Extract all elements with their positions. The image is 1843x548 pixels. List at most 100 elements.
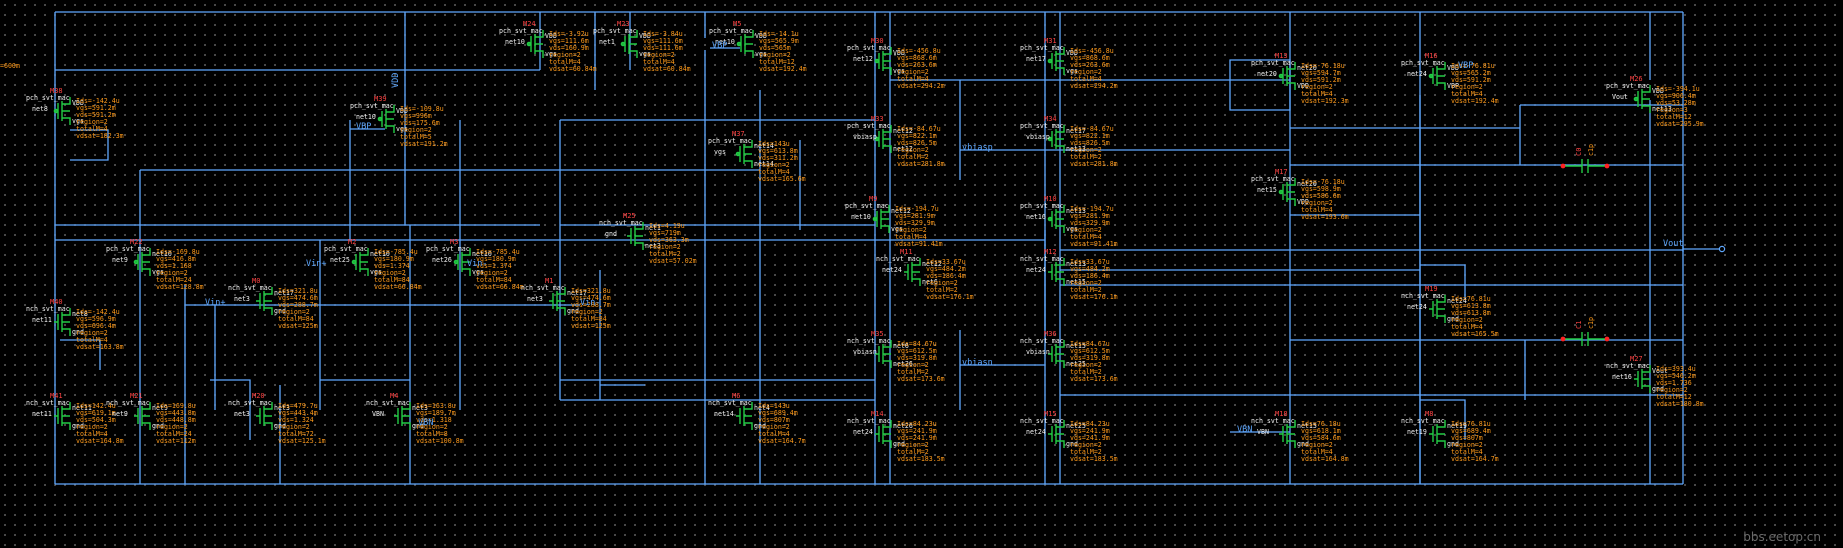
device-type: nch_svt_mac <box>876 255 920 263</box>
pmos-bubble <box>453 259 459 265</box>
transistor-m15[interactable]: M15nch_svt_macnet25net24gndIds=84.23uvgs… <box>1020 410 1118 463</box>
device-param: Ids=-3.92u <box>549 30 589 38</box>
device-param: Ids=143u <box>758 140 790 148</box>
transistor-m1[interactable]: M1nch_svt_macnet17net3gndIds=321.8uvgs=4… <box>521 277 611 330</box>
pmos-bubble <box>1633 96 1639 102</box>
device-param: Ids=84.67u <box>1070 340 1110 348</box>
net-label: net13 <box>1066 145 1086 153</box>
transistor-m22[interactable]: M22pch_svt_macnet10net9vgsIds=-169.8uvgs… <box>106 238 204 291</box>
net-label: net16 <box>1026 213 1046 221</box>
pin-vout[interactable]: Vout <box>1663 239 1683 249</box>
net-label: net3 <box>527 295 543 303</box>
device-param: vdsat=173.6m <box>897 375 945 383</box>
device-param: vdsat=191.2m <box>400 140 448 148</box>
net-label: net25 <box>330 256 350 264</box>
transistor-m5[interactable]: M5pch_svt_macVDDnet10vgsIds=-14.1uvgs=56… <box>709 20 807 73</box>
pin-vbp[interactable]: VBP <box>712 41 727 51</box>
transistor-m18[interactable]: M18nch_svt_macnet15VBNgndIds=76.18uvgs=6… <box>1251 410 1349 463</box>
transistor-m4[interactable]: M4nch_svt_macnet3VBNgndIds=163.8uvgs=189… <box>366 392 464 445</box>
pin-vin[interactable]: Vin+ <box>205 298 225 308</box>
net-label: VBP <box>1447 82 1459 90</box>
transistor-m38[interactable]: M38pch_svt_macVDDnet8vgsIds=-142.4uvgs=5… <box>26 87 124 140</box>
device-type: pch_svt_mac <box>1020 202 1064 210</box>
transistor-m23[interactable]: M23pch_svt_macVDDnet1vgsIds=-3.84uvgs=11… <box>593 20 691 73</box>
device-name: M37 <box>732 130 745 138</box>
transistor-m33[interactable]: M33pch_svt_macnet12vbiaspnet12Ids=-84.67… <box>847 115 945 168</box>
pin-vin[interactable]: Vin+ <box>306 259 326 269</box>
pin-vbp[interactable]: VBP <box>1458 61 1473 71</box>
net-label: net8 <box>32 105 48 113</box>
transistor-m39[interactable]: M39pch_svt_macVDDnet10vgsIds=-109.8uvgs=… <box>350 95 448 148</box>
net-label: net25 <box>1066 360 1086 368</box>
pin-vbp[interactable]: VBP <box>356 122 371 132</box>
transistor-m14[interactable]: M14nch_svt_macnet26net24gndIds=84.23uvgs… <box>847 410 945 463</box>
device-name: M17 <box>1275 168 1288 176</box>
transistor-m30[interactable]: M30pch_svt_macVDDnet12vgsIds=-456.8uvgs=… <box>847 37 945 90</box>
transistor-m36[interactable]: M36nch_svt_macnet15vbiasnnet25Ids=84.67u… <box>1020 330 1118 383</box>
transistor-m31[interactable]: M31pch_svt_macVDDnet17vgsIds=-456.8uvgs=… <box>1020 37 1118 90</box>
transistor-symbol <box>736 402 753 430</box>
device-param: region=2 <box>76 118 108 126</box>
net-label: VDD <box>1297 198 1309 206</box>
transistor-m11[interactable]: M11nch_svt_macnet12net24net6Ids=33.67uvg… <box>876 248 974 301</box>
transistor-m2[interactable]: M2pch_svt_macnet10net25vgsIds=-785.4uvgs… <box>324 238 422 291</box>
device-param: vgs=689.4m <box>758 409 798 417</box>
pin-vbiasp[interactable]: vbiasp <box>962 143 993 153</box>
pin-vin[interactable]: Vin- <box>580 298 600 308</box>
transistor-m16[interactable]: M16pch_svt_macVDDnet24VBPIds=-76.81uvgs=… <box>1401 52 1499 105</box>
transistor-m35[interactable]: M35nch_svt_macnet6vbiasnnet26Ids=84.67uv… <box>847 330 945 383</box>
device-param: totalM=2 <box>1070 153 1102 161</box>
transistor-m12[interactable]: M12nch_svt_macnet13net24net15Ids=33.67uv… <box>1020 248 1118 301</box>
transistor-m37[interactable]: M37pch_svt_macnet14vgsnet14Ids=143uvgs=6… <box>708 130 806 183</box>
transistor-m17[interactable]: M17pch_svt_macnet20net15VDDIds=-76.18uvg… <box>1251 168 1349 221</box>
transistor-m19[interactable]: M19nch_svt_macnet24net24gndIds=76.81uvgs… <box>1401 285 1499 338</box>
net-label: net12 <box>893 127 913 135</box>
net-label: net15 <box>1297 422 1317 430</box>
device-type: pch_svt_mac <box>1401 59 1445 67</box>
transistor-m10[interactable]: M10pch_svt_macnet13net16vgsIds=-194.7uvg… <box>1020 195 1118 248</box>
device-param: Ids=-785.4u <box>476 248 520 256</box>
transistor-m9[interactable]: M9pch_svt_macnet12net10vgsIds=-194.7uvgs… <box>845 195 943 248</box>
vout-terminal[interactable] <box>1718 245 1726 253</box>
net-label: gnd <box>605 230 617 238</box>
transistor-m3[interactable]: M3pch_svt_macnet10net26vgsIds=-785.4uvgs… <box>426 238 524 291</box>
net-label: vgs <box>370 268 382 276</box>
transistor-m0[interactable]: M0nch_svt_macnet17net3gndIds=321.8uvgs=4… <box>228 277 318 330</box>
pmos-bubble <box>1278 73 1284 79</box>
transistor-m8[interactable]: M8nch_svt_macnet19net19gndIds=76.81uvgs=… <box>1401 410 1499 463</box>
transistor-m41[interactable]: M41nch_svt_macnet11net11gndIds=142.4uvgs… <box>26 392 124 445</box>
transistor-m6[interactable]: M6nch_svt_macnet4net14gndIds=143uvgs=689… <box>708 392 806 445</box>
pin-vdd[interactable]: VDD <box>391 73 401 88</box>
transistor-m40[interactable]: M40nch_svt_macnet8net11gndIds=-142.4uvgs… <box>26 298 124 351</box>
net-label: net16 <box>1612 373 1632 381</box>
device-param: vdsat=180.8m <box>1656 400 1704 408</box>
net-label: net13 <box>1066 207 1086 215</box>
transistor-m24[interactable]: M24pch_svt_macVDDnet10vgsIds=-3.92uvgs=1… <box>499 20 597 73</box>
transistor-m13[interactable]: M13pch_svt_macnet20net20VDDIds=-76.18uvg… <box>1251 52 1349 105</box>
device-name: M22 <box>130 238 143 246</box>
device-type: pch_svt_mac <box>499 27 543 35</box>
device-param: Ids=321.8u <box>278 287 318 295</box>
pin-vbn[interactable]: VBN <box>1237 425 1252 435</box>
transistor-m25[interactable]: M25nch_svt_macnet1gndnet3Ids=4.19uvgs=71… <box>599 212 697 265</box>
pin-vin[interactable]: Vin- <box>467 259 487 269</box>
transistor-symbol <box>134 402 151 430</box>
net-label: net9 <box>152 404 168 412</box>
transistor-m20[interactable]: M20nch_svt_macnet3net3gndIds=479.7uvgs=4… <box>228 392 326 445</box>
device-name: M27 <box>1630 355 1643 363</box>
transistor-m21[interactable]: M21nch_svt_macnet9net9gndIds=169.8uvgs=4… <box>106 392 196 445</box>
transistor-m26[interactable]: M26pch_svt_macVDDVoutnet13Ids=-394.1uvgs… <box>1606 75 1704 128</box>
transistor-m27[interactable]: M27nch_svt_macVoutnet16gndIds=393.4uvgs=… <box>1606 355 1704 408</box>
device-name: M4 <box>390 392 398 400</box>
transistor-m34[interactable]: M34pch_svt_macnet17vbiaspnet13Ids=-84.67… <box>1020 115 1118 168</box>
pin-vbn[interactable]: VBN <box>418 418 433 428</box>
device-type: nch_svt_mac <box>1401 292 1445 300</box>
device-param: region=2 <box>897 68 929 76</box>
net-label: net14 <box>754 160 774 168</box>
net-label: net15 <box>1066 278 1086 286</box>
pin-vbiasn[interactable]: vbiasn <box>962 358 993 368</box>
